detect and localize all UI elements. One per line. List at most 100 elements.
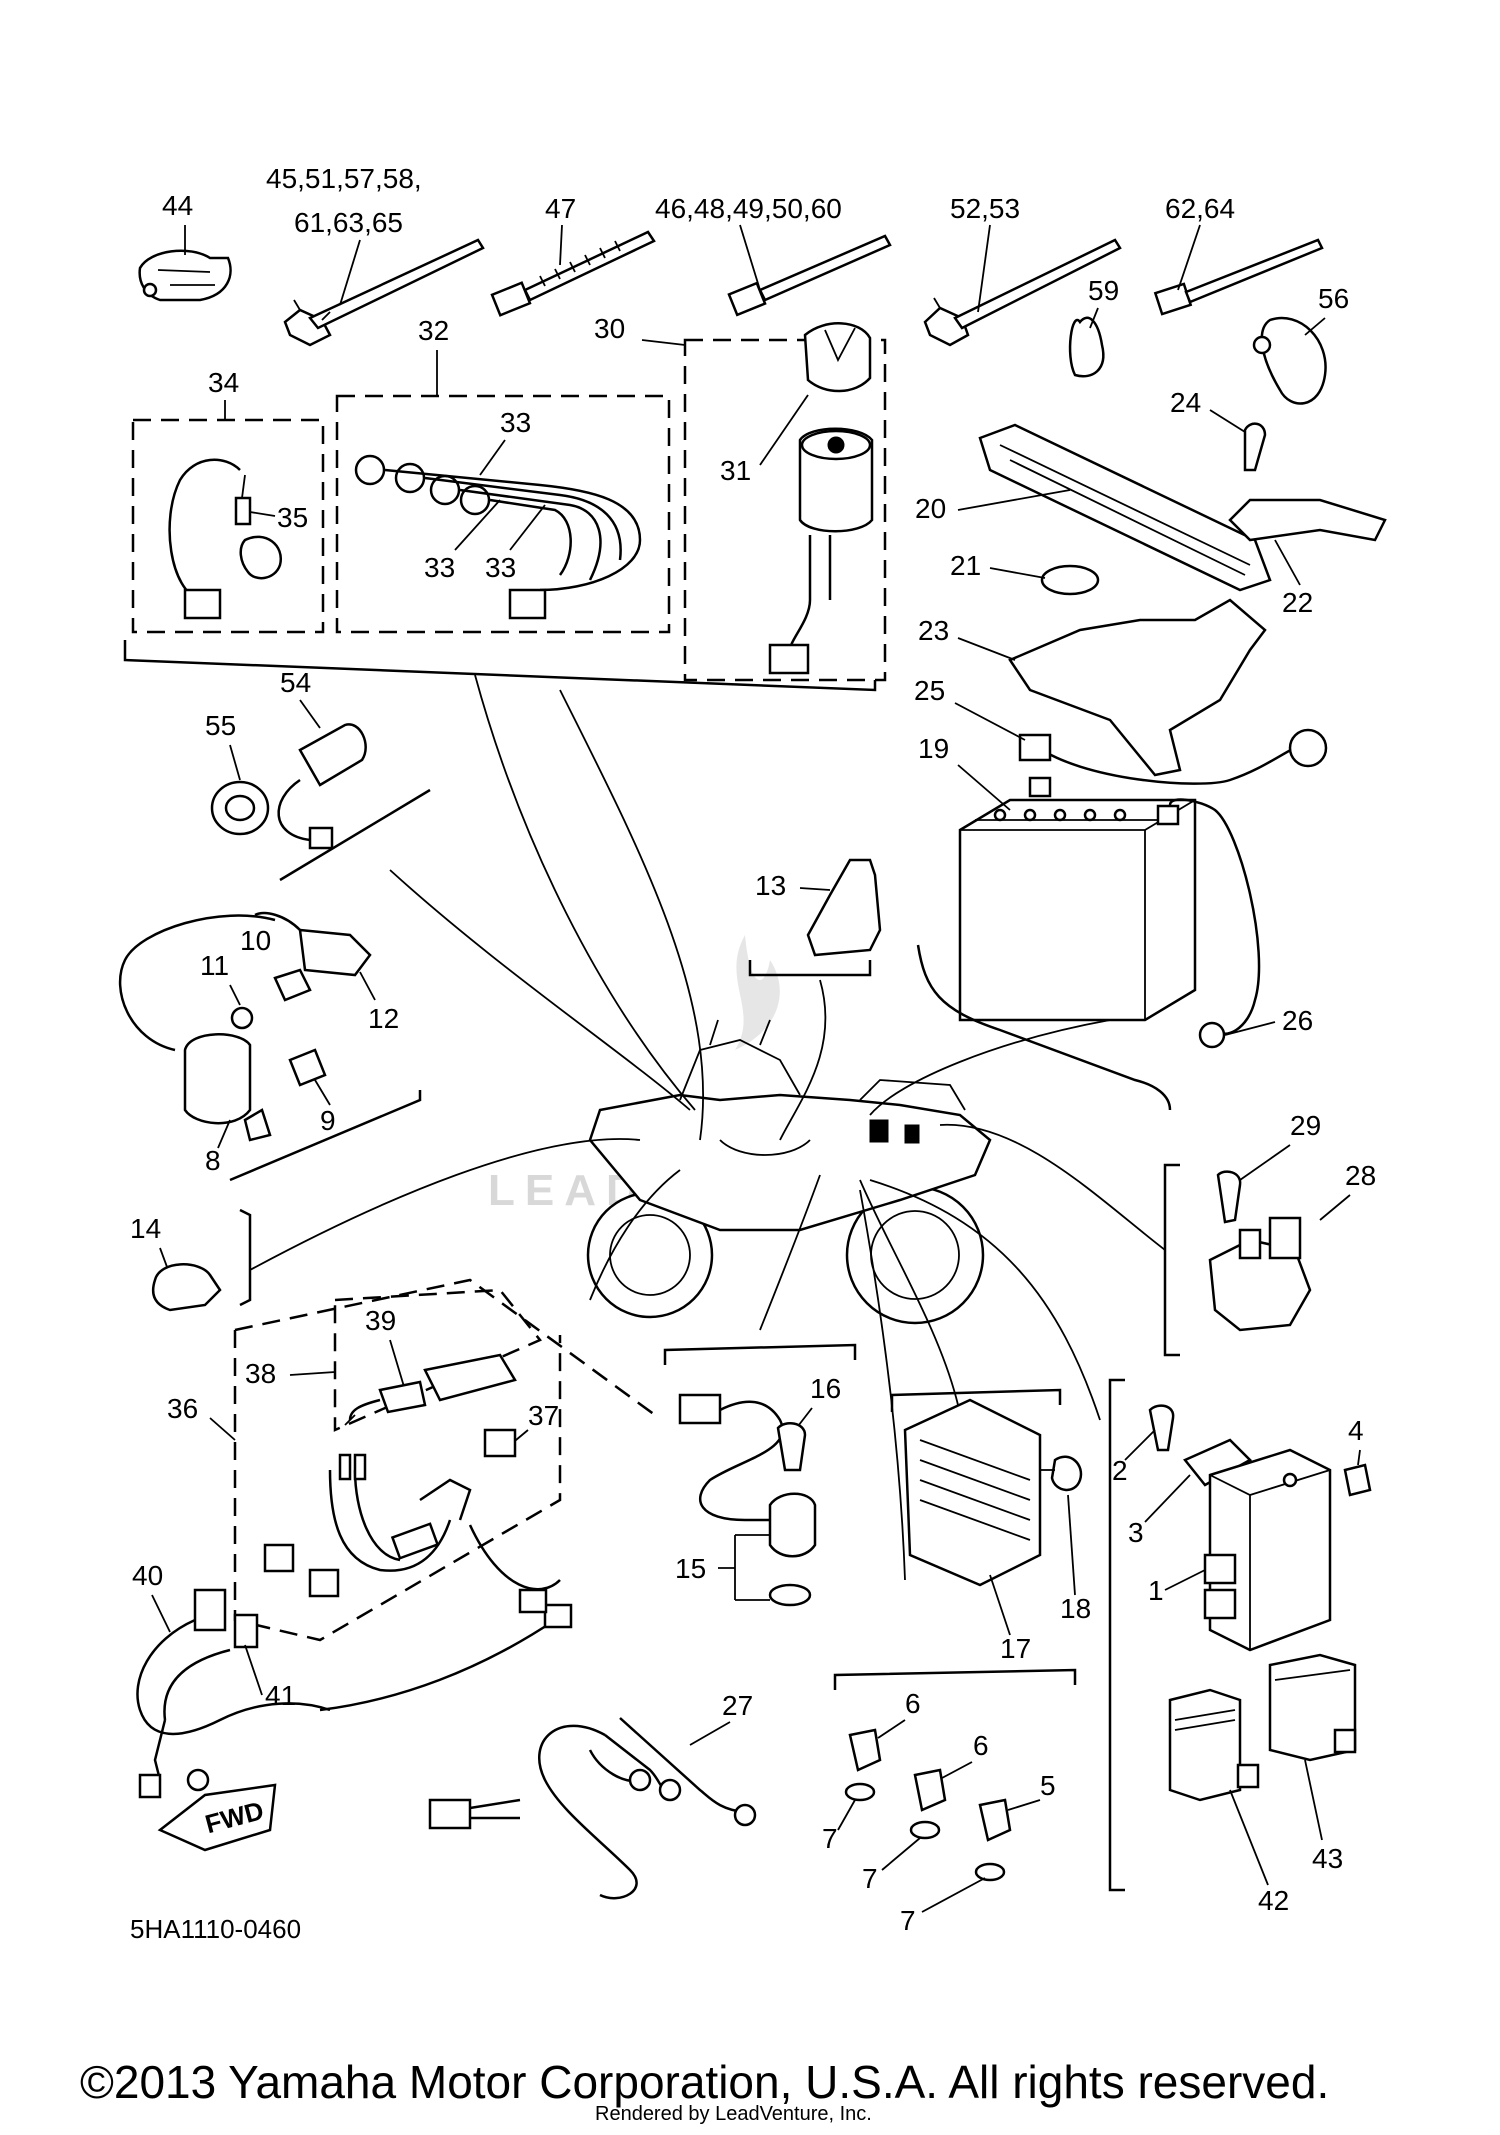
washer-11 [230, 1006, 254, 1030]
callout-59: 59 [1088, 275, 1119, 306]
callout-31: 31 [720, 455, 751, 486]
watermark-flame-icon [735, 935, 780, 1050]
bolt-6a [848, 1728, 882, 1772]
rectifier-17 [903, 1398, 1042, 1587]
group-40-41: 40 41 [132, 1560, 573, 1799]
callout-33b: 33 [424, 552, 455, 583]
callout-9: 9 [320, 1105, 336, 1136]
callout-55: 55 [205, 710, 236, 741]
group-32: 32 33 33 33 [335, 315, 671, 634]
group-1-4: 2 3 1 4 42 43 [1108, 1378, 1372, 1916]
connector-27 [428, 1798, 472, 1830]
band-56 [1260, 316, 1327, 405]
bolt-5 [978, 1798, 1012, 1842]
bolt-10 [273, 968, 312, 1002]
callout-38: 38 [245, 1358, 276, 1389]
callout-10: 10 [240, 925, 271, 956]
cable-25-terminal [1018, 733, 1052, 762]
group-34: 34 35 [131, 367, 325, 634]
fwd-arrow: FWD [157, 1783, 277, 1852]
speed-sensor-15 [768, 1492, 817, 1558]
washer-7a [844, 1782, 876, 1802]
cable-26-ring [1198, 1021, 1226, 1049]
callout-6b: 6 [973, 1730, 989, 1761]
callout-41: 41 [265, 1680, 296, 1711]
battery-box-23 [1008, 598, 1267, 777]
callout-6a: 6 [905, 1688, 921, 1719]
bracket-22 [1228, 498, 1387, 542]
callout-33c: 33 [485, 552, 516, 583]
callout-5: 5 [1040, 1770, 1056, 1801]
group-15-16: 16 15 [663, 1343, 857, 1607]
callout-37: 37 [528, 1400, 559, 1431]
switch-14: 14 [130, 1208, 252, 1312]
cable-tie-45 [283, 238, 485, 347]
callout-18: 18 [1060, 1593, 1091, 1624]
callout-32: 32 [418, 315, 449, 346]
callout-27: 27 [722, 1690, 753, 1721]
callout-26: 26 [1282, 1005, 1313, 1036]
fuse-holder-39 [423, 1353, 517, 1402]
callout-25: 25 [914, 675, 945, 706]
callout-23: 23 [918, 615, 949, 646]
atv-vehicle [586, 1019, 992, 1325]
group-5-6-7: 6 7 6 7 5 7 [822, 1668, 1077, 1936]
callout-11: 11 [200, 950, 229, 981]
connector-34 [183, 588, 222, 620]
header-callouts: 44 45,51,57,58, 61,63,65 47 46,48,49,50,… [162, 163, 1235, 238]
washer-7c [974, 1862, 1006, 1882]
thermo-switch-13 [806, 858, 882, 957]
callout-7a: 7 [822, 1823, 838, 1854]
callout-14: 14 [130, 1213, 161, 1244]
header-leaders [184, 224, 1201, 313]
cable-tie-46 [727, 234, 892, 317]
group-54-55: 54 55 [205, 667, 431, 882]
callout-17: 17 [1000, 1633, 1031, 1664]
bracket-main-harness [123, 640, 877, 692]
bolt-29 [1216, 1170, 1242, 1224]
stay-3 [1183, 1438, 1253, 1487]
battery-band-20 [978, 423, 1272, 592]
callout-22: 22 [1282, 587, 1313, 618]
callout-4: 4 [1348, 1415, 1364, 1446]
callout-24: 24 [1170, 387, 1201, 418]
bolt-16 [776, 1422, 807, 1472]
battery-19 [958, 798, 1197, 1022]
callout-40: 40 [132, 1560, 163, 1591]
callout-45-line1: 45,51,57,58, [266, 163, 422, 194]
callout-15: 15 [675, 1553, 706, 1584]
callout-28: 28 [1345, 1160, 1376, 1191]
coil-8 [183, 1033, 252, 1125]
clamp-44 [138, 249, 232, 302]
callout-47: 47 [545, 193, 576, 224]
callout-46: 46,48,49,50,60 [655, 193, 842, 224]
callout-12: 12 [368, 1003, 399, 1034]
callout-52: 52,53 [950, 193, 1020, 224]
callout-3: 3 [1128, 1517, 1144, 1548]
group-30: 30 31 [594, 313, 887, 682]
battery-area: 59 56 24 20 22 21 23 25 [914, 275, 1387, 1111]
callout-13: 13 [755, 870, 786, 901]
cdi-unit-1 [1208, 1448, 1332, 1652]
callout-19: 19 [918, 733, 949, 764]
callout-1: 1 [1148, 1575, 1164, 1606]
callout-leaders [249, 674, 1166, 1581]
part-code: 5HA1110-0460 [130, 1914, 301, 1944]
sender-54 [298, 723, 367, 787]
cable-tie-47 [490, 230, 656, 317]
bolt-18 [1050, 1455, 1083, 1492]
relay-42 [1168, 1688, 1242, 1802]
callout-44: 44 [162, 190, 193, 221]
callout-54: 54 [280, 667, 311, 698]
bolt-2 [1148, 1404, 1175, 1452]
damper-21 [1040, 564, 1100, 596]
screw-24 [1243, 422, 1267, 472]
callout-36: 36 [167, 1393, 198, 1424]
band-59 [1068, 316, 1105, 378]
callout-39: 39 [365, 1305, 396, 1336]
connector-32 [508, 588, 547, 620]
callout-33a: 33 [500, 407, 531, 438]
group-ignition-coil: 10 11 12 9 8 [118, 911, 422, 1182]
callout-45-line2: 61,63,65 [294, 207, 403, 238]
